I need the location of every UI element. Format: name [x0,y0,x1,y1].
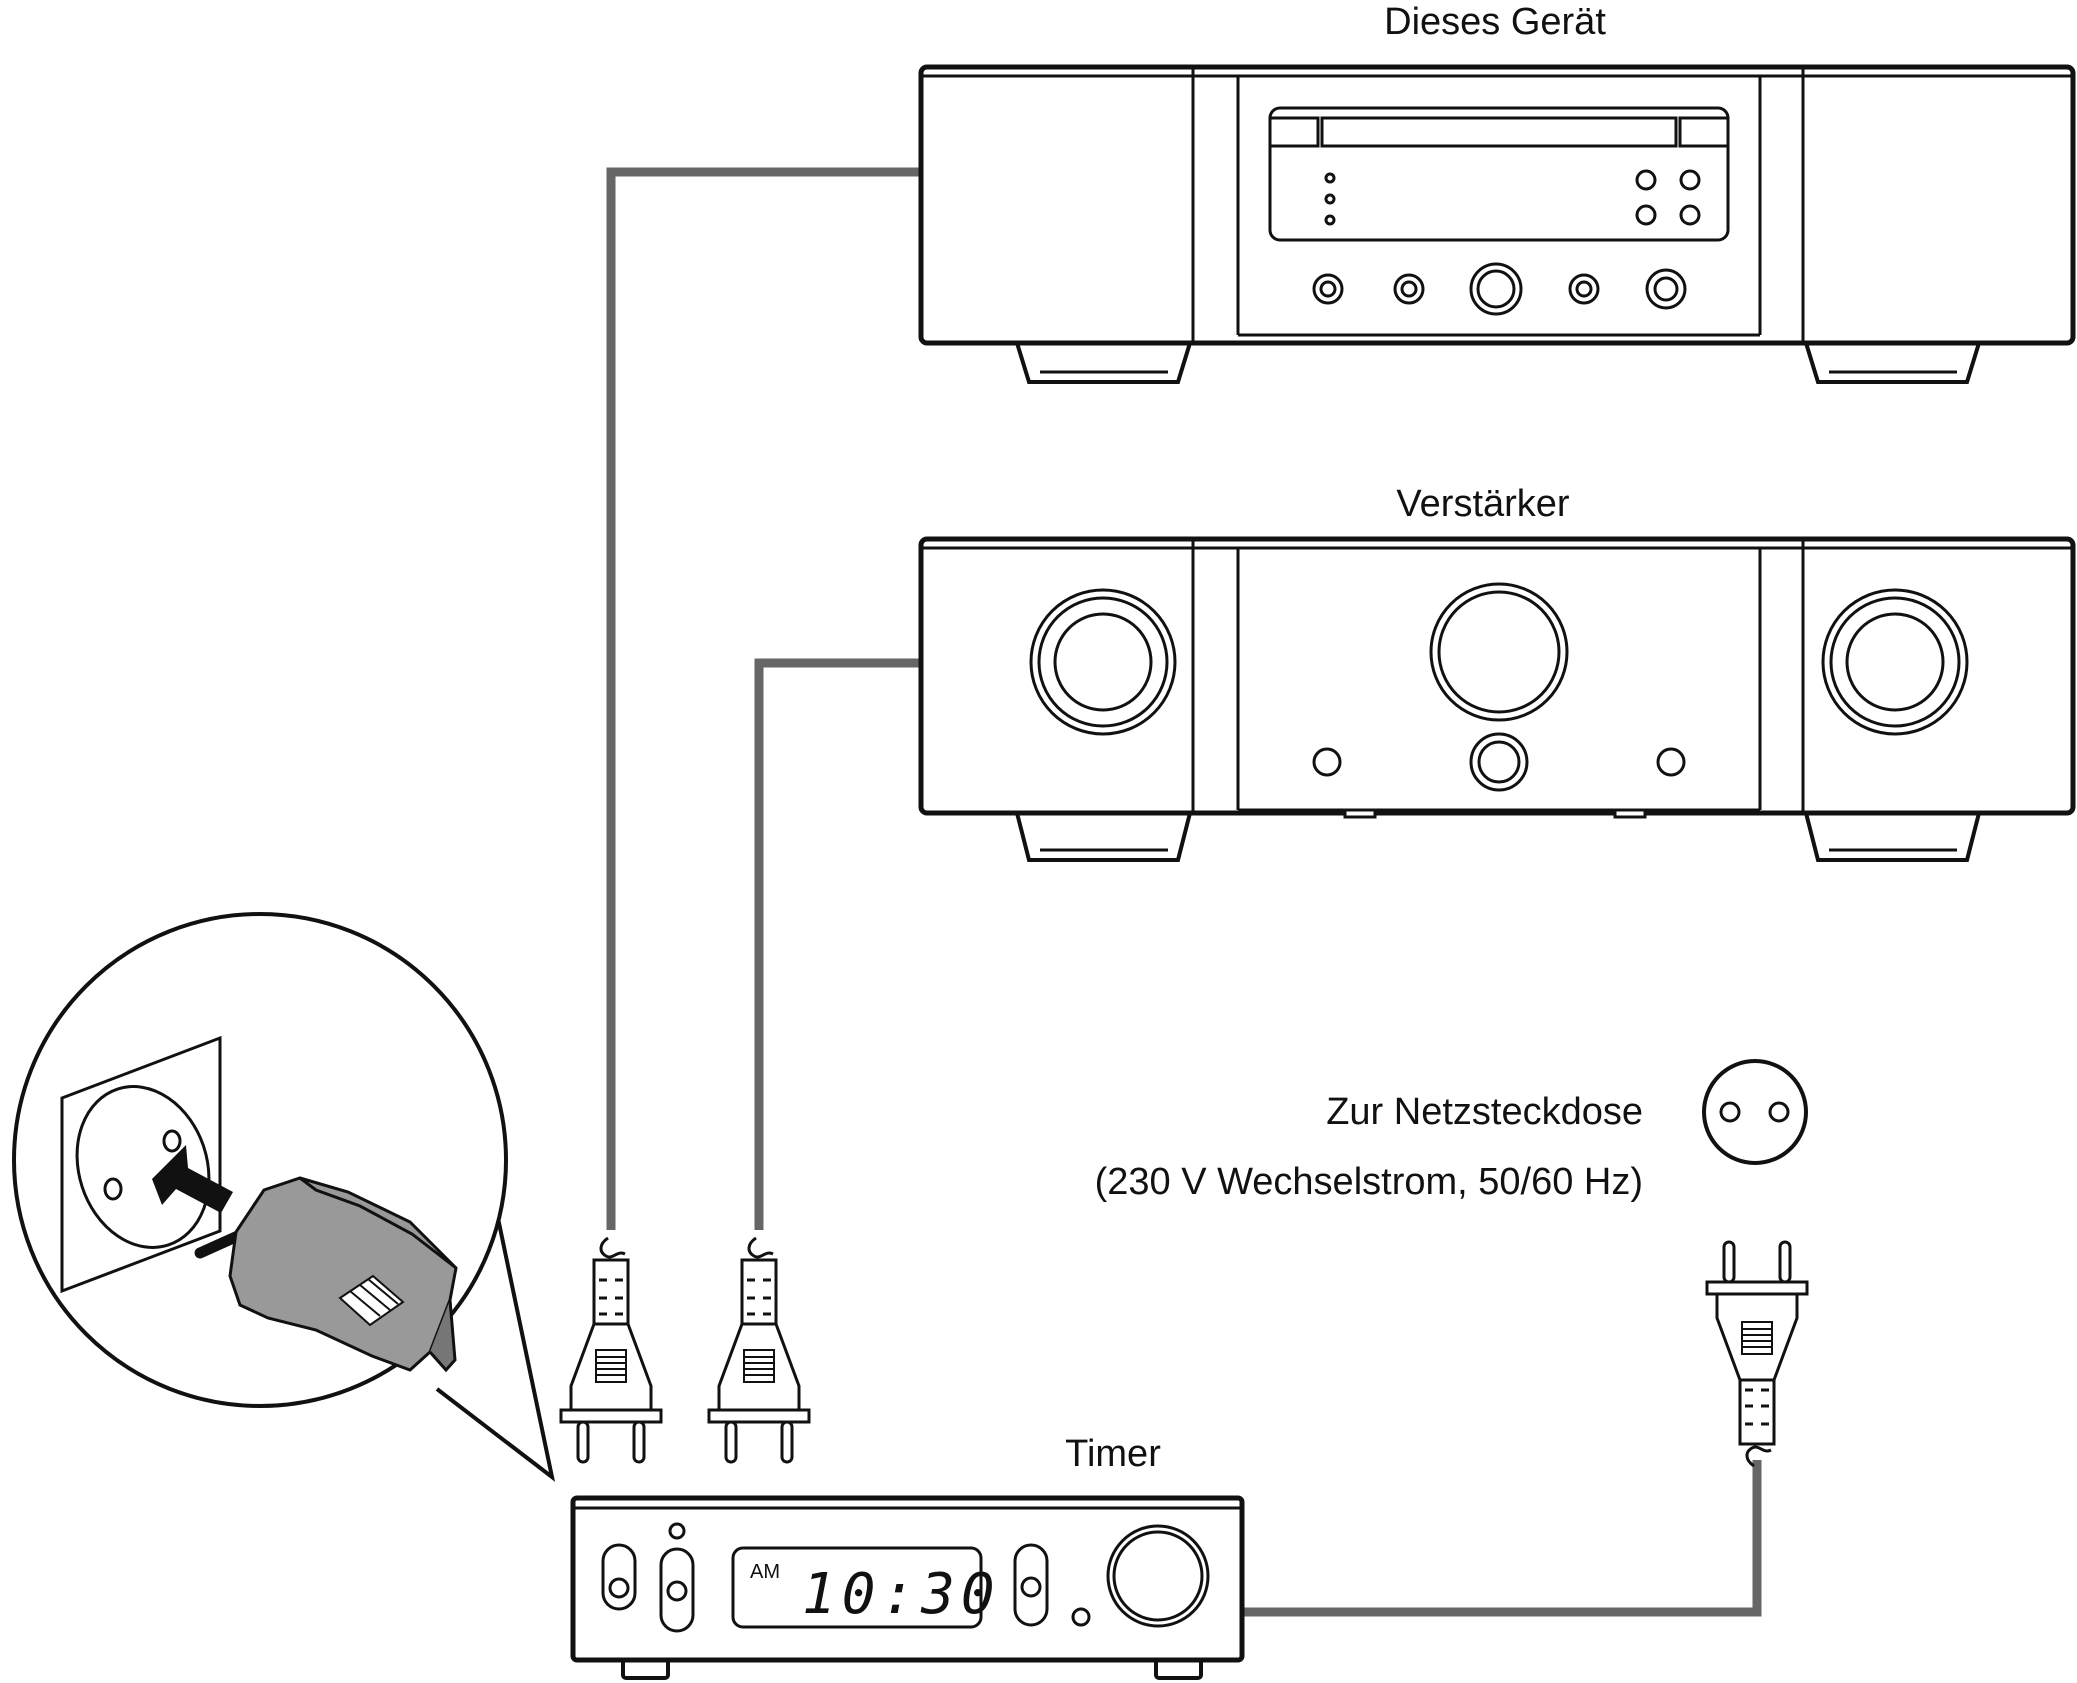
cd-player-icon [918,64,2076,384]
timer-display-period: AM [750,1561,780,1583]
power-plug-detail-icon [194,1176,458,1373]
timer-label: Timer [1065,1433,1161,1475]
insert-arrow-icon [152,1145,233,1213]
timer-display-time: 10:30 [802,1562,1001,1627]
device-label: Dieses Gerät [1384,1,1606,43]
timer-mains-cable [1242,1460,1762,1617]
power-cables [606,167,1762,1617]
device-power-cable [606,167,921,1230]
wall-socket-icon [1702,1059,1808,1165]
amplifier-label: Verstärker [1396,483,1570,525]
amplifier-power-cable [754,658,921,1230]
timer-icon [570,1495,1245,1680]
outlet-spec-label: (230 V Wechselstrom, 50/60 Hz) [1095,1161,1643,1203]
device-plug-icon [559,1236,663,1464]
amplifier-icon [918,536,2076,862]
amplifier-plug-icon [707,1236,811,1464]
wall-socket-detail-icon [60,1035,222,1294]
outlet-label: Zur Netzsteckdose [1326,1091,1643,1133]
timer-mains-plug-icon [1705,1240,1809,1468]
